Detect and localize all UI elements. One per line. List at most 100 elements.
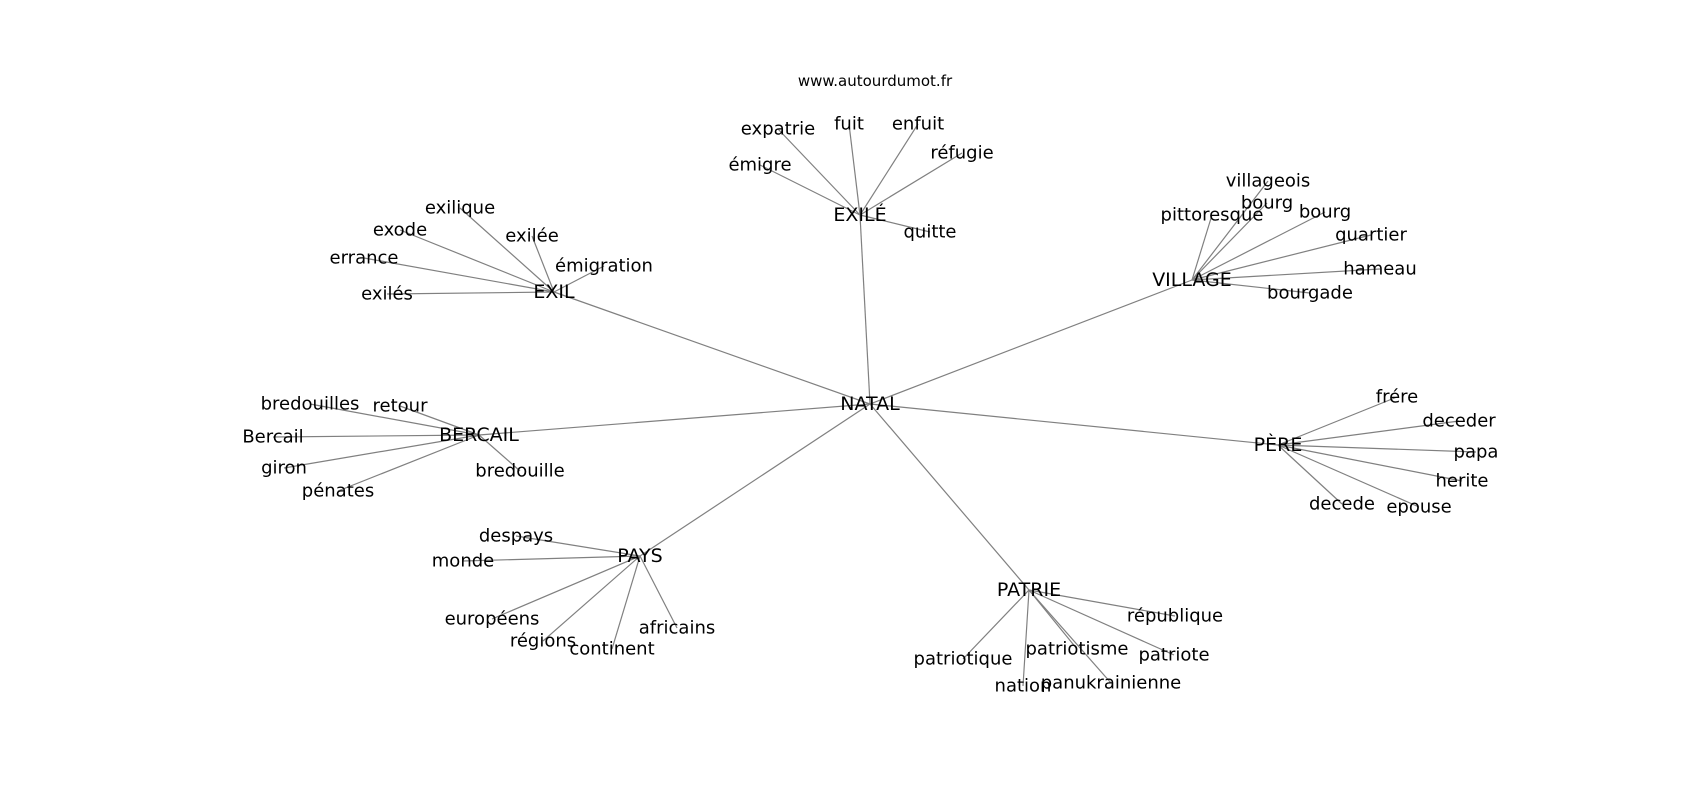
word-node-label: despays [479, 526, 553, 547]
edge-hub-to-word [1277, 444, 1477, 453]
word-node-label: exilée [505, 226, 559, 247]
word-node-label: exilique [425, 198, 495, 219]
word-node-label: européens [445, 609, 540, 630]
edge-center-to-hub [859, 214, 871, 405]
edge-hub-to-word [1277, 396, 1398, 446]
graph-edges [272, 123, 1477, 687]
hub-node-label: VILLAGE [1152, 269, 1232, 291]
word-node-label: patriotique [914, 649, 1013, 670]
word-node-label: expatrie [741, 119, 815, 140]
edge-hub-to-word [386, 291, 555, 295]
edge-hub-to-word [309, 403, 480, 436]
edge-center-to-hub [639, 403, 871, 557]
edge-hub-to-word [542, 555, 641, 642]
edge-center-to-hub [478, 403, 871, 436]
word-node-label: deceder [1422, 411, 1496, 432]
word-node-label: papa [1454, 442, 1499, 463]
word-node-label: quartier [1335, 225, 1407, 246]
word-node-label: pittoresque [1161, 205, 1264, 226]
edge-hub-to-word [1277, 444, 1343, 505]
word-node-label: exilés [361, 284, 413, 305]
edge-hub-to-word [962, 589, 1030, 660]
word-node-label: frére [1376, 387, 1419, 408]
word-node-label: villageois [1226, 171, 1311, 192]
edge-hub-to-word [1191, 180, 1269, 281]
site-credit: www.autourdumot.fr [797, 72, 953, 90]
edge-hub-to-word [1191, 214, 1213, 281]
edge-hub-to-word [515, 535, 641, 557]
word-node-label: bredouille [475, 461, 564, 482]
edge-center-to-hub [869, 279, 1193, 405]
hub-node-label: EXILÉ [833, 203, 886, 226]
edge-hub-to-word [272, 434, 480, 438]
word-node-label: nation [995, 676, 1052, 697]
edge-hub-to-word [399, 405, 480, 436]
edge-hub-to-word [283, 434, 480, 469]
edge-hub-to-word [337, 434, 480, 492]
graph-labels: NATAL EXILÉ expatrie fuit enfuit réfugie émigr… [242, 114, 1498, 697]
edge-hub-to-word [639, 555, 678, 629]
hub-node-label: BERCAIL [439, 424, 519, 446]
edge-hub-to-word [399, 229, 555, 293]
edge-hub-to-word [1277, 444, 1463, 482]
word-node-label: quitte [903, 222, 956, 243]
word-node-label: enfuit [892, 114, 944, 135]
edge-hub-to-word [1028, 589, 1175, 656]
word-node-label: exode [373, 220, 427, 241]
edge-hub-to-word [759, 164, 861, 216]
edge-center-to-hub [869, 403, 1030, 591]
edge-hub-to-word [859, 152, 963, 216]
word-node-label: patriotisme [1026, 639, 1129, 660]
edge-hub-to-word [1191, 202, 1268, 281]
word-node-label: bourgade [1267, 283, 1353, 304]
edge-hub-to-word [1022, 589, 1030, 687]
edge-hub-to-word [1277, 420, 1460, 446]
word-node-label: bourg [1299, 202, 1351, 223]
hub-node-label: EXIL [533, 281, 575, 303]
edge-hub-to-word [1028, 589, 1176, 617]
edge-hub-to-word [531, 235, 555, 293]
edge-hub-to-word [1191, 268, 1381, 281]
edge-hub-to-word [848, 123, 861, 216]
word-node-label: réfugie [930, 143, 993, 164]
edge-hub-to-word [1028, 589, 1112, 684]
word-node-label: patriote [1138, 645, 1209, 666]
word-node-label: hameau [1343, 259, 1417, 280]
edge-hub-to-word [1277, 444, 1420, 508]
word-node-label: monde [432, 551, 494, 572]
word-node-label: retour [373, 396, 429, 417]
center-node-label: NATAL [840, 393, 900, 415]
edge-hub-to-word [1191, 234, 1372, 281]
word-node-label: africains [639, 618, 715, 639]
word-node-label: panukrainienne [1041, 673, 1182, 694]
edge-hub-to-word [553, 265, 605, 293]
word-node-label: émigration [555, 256, 653, 277]
word-node-label: émigre [728, 155, 791, 176]
hub-node-label: PÈRE [1254, 433, 1303, 456]
edge-hub-to-word [363, 257, 555, 293]
edge-hub-to-word [491, 555, 641, 620]
hub-node-label: PAYS [617, 545, 662, 567]
word-node-label: bourg [1241, 193, 1293, 214]
edge-hub-to-word [478, 434, 521, 472]
word-node-label: continent [569, 639, 654, 660]
word-node-label: Bercail [242, 427, 303, 448]
word-node-label: fuit [834, 114, 864, 135]
edge-hub-to-word [777, 128, 861, 216]
word-node-label: giron [261, 458, 307, 479]
hub-node-label: PATRIE [997, 579, 1061, 601]
edge-hub-to-word [611, 555, 641, 650]
word-node-label: decede [1309, 494, 1375, 515]
edge-hub-to-word [1191, 211, 1326, 281]
edge-hub-to-word [859, 214, 931, 233]
edge-hub-to-word [859, 123, 919, 216]
word-node-label: régions [510, 631, 576, 652]
edge-hub-to-word [459, 207, 555, 293]
edge-center-to-hub [869, 403, 1279, 446]
edge-hub-to-word [1191, 279, 1311, 294]
edge-hub-to-word [462, 555, 641, 562]
edge-center-to-hub [553, 291, 871, 405]
word-node-label: herite [1435, 471, 1488, 492]
word-node-label: pénates [302, 481, 374, 502]
